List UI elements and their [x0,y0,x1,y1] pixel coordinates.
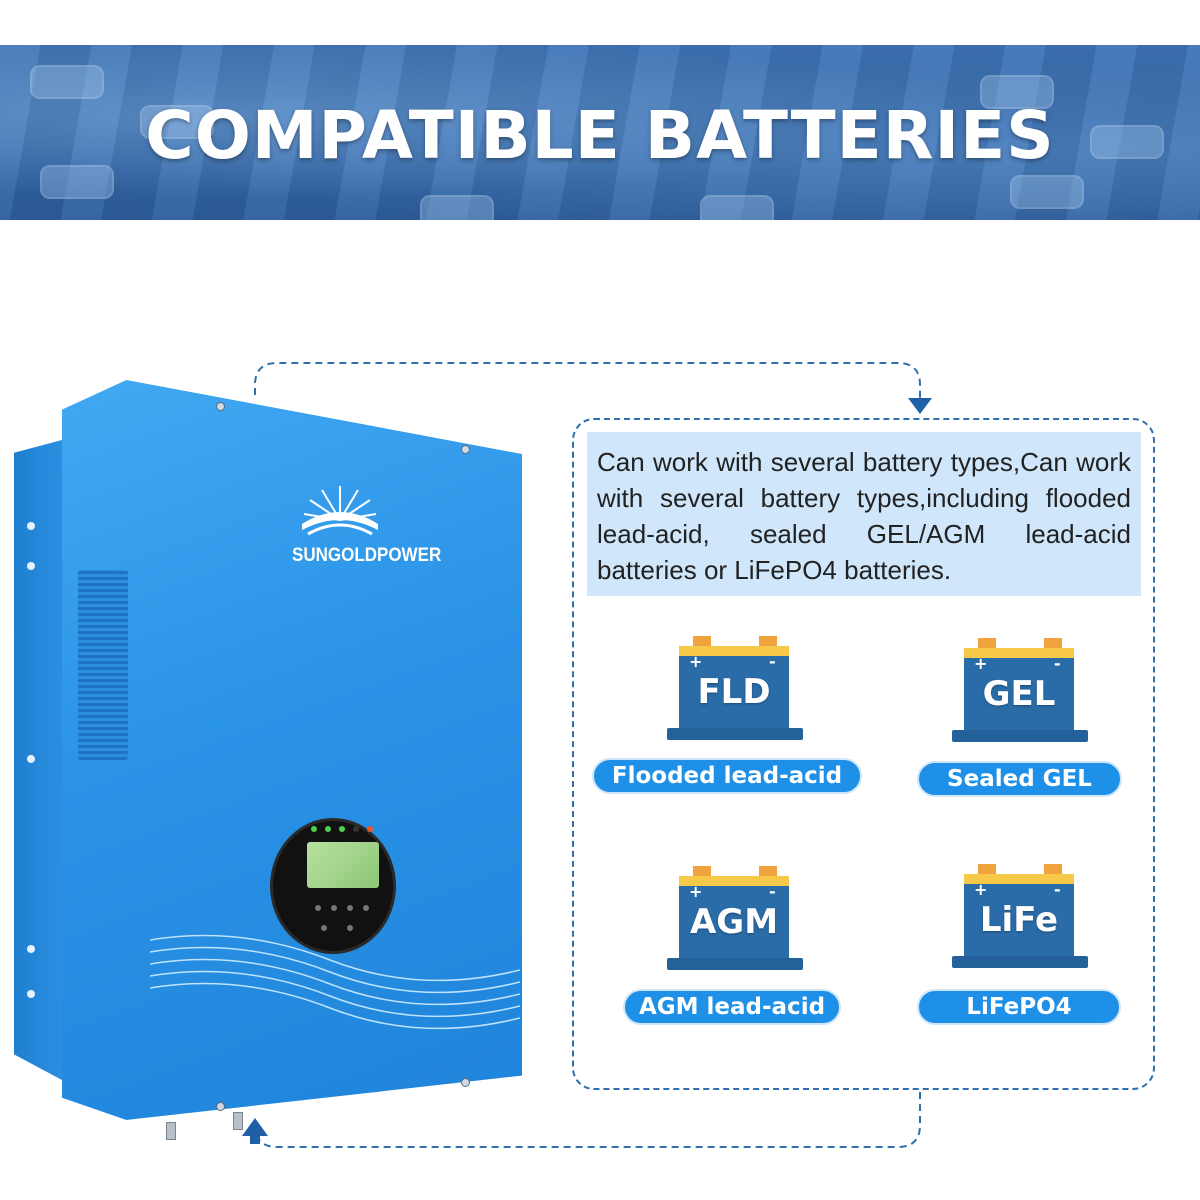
description-box: Can work with several battery types,Can … [587,432,1141,596]
battery-type-label: Flooded lead-acid [592,758,862,794]
brand-logo-text: SUNGOLDPOWER [292,543,442,566]
battery-icon: +- LiFe [952,864,1088,970]
banner-battery-cell [40,165,114,199]
screw [461,1078,470,1087]
mount-hole [27,755,35,763]
status-leds [311,826,373,832]
control-buttons [315,905,369,931]
battery-type-label: AGM lead-acid [623,989,841,1025]
mount-hole [27,562,35,570]
screw [216,1102,225,1111]
battery-code: AGM [689,902,779,942]
battery-icon: +- GEL [952,638,1088,744]
arrow-down-icon [908,398,932,414]
mount-hole [27,990,35,998]
cable-terminal [233,1112,243,1130]
banner-title: COMPATIBLE BATTERIES [145,97,1055,174]
battery-info-panel [572,418,1155,1090]
sun-logo-icon [302,486,378,536]
battery-icon: +- FLD [667,636,803,742]
inverter-vent [78,570,128,760]
banner-battery-cell [1010,175,1084,209]
inverter-side-bracket [14,440,62,1080]
device-wave-lines [150,934,520,1030]
lcd-screen [307,842,379,888]
banner-battery-cell [1090,125,1164,159]
cable-terminal [166,1122,176,1140]
mount-hole [27,522,35,530]
banner-battery-cell [420,195,494,220]
description-text: Can work with several battery types,Can … [597,447,1131,585]
battery-code: LiFe [979,900,1059,940]
screw [461,445,470,454]
inverter-device [14,380,534,1140]
banner-battery-cell [980,75,1054,109]
mount-hole [27,945,35,953]
arrow-up-icon [242,1118,268,1136]
battery-code: FLD [697,672,771,712]
battery-code: GEL [982,674,1056,714]
battery-type-label: LiFePO4 [917,989,1121,1025]
inverter-front-panel [62,380,522,1120]
battery-type-label: Sealed GEL [917,761,1122,797]
banner-battery-cell [700,195,774,220]
banner-battery-cell [140,105,214,139]
banner: COMPATIBLE BATTERIES [0,45,1200,220]
banner-battery-cell [30,65,104,99]
screw [216,402,225,411]
battery-icon: +- AGM [667,866,803,972]
